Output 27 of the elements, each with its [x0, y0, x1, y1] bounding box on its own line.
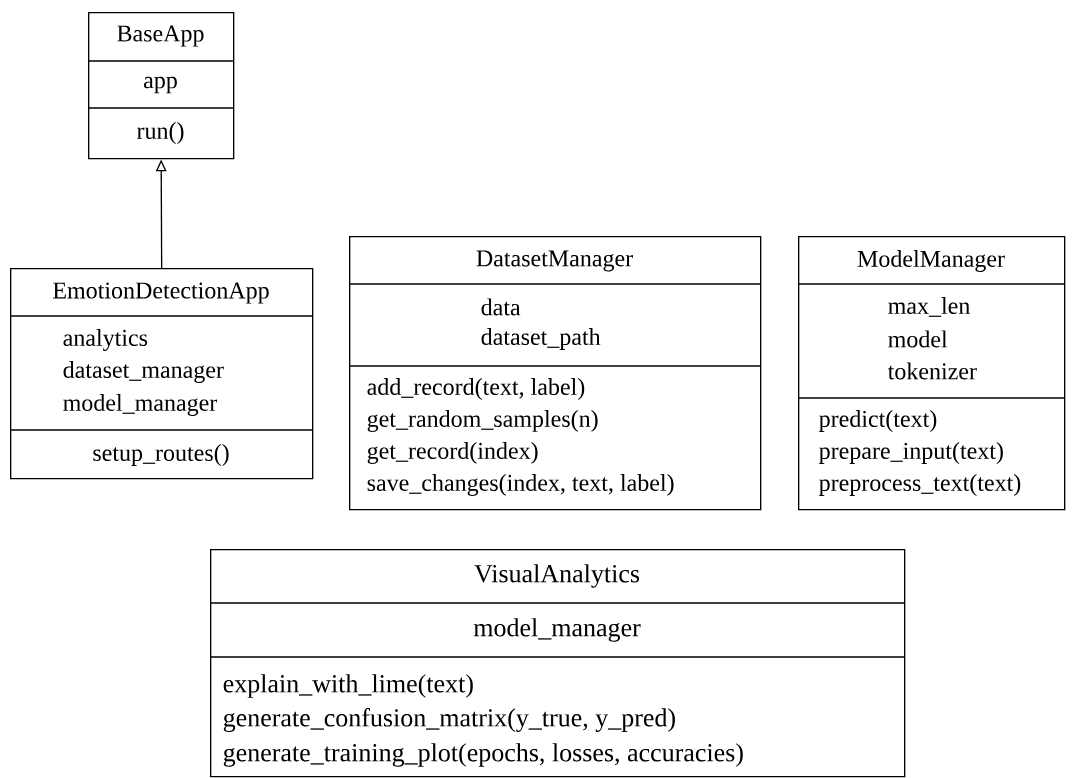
method: run() [137, 122, 184, 144]
class-name: DatasetManager [476, 250, 633, 272]
class-name: BaseApp [117, 25, 204, 47]
method: setup_routes() [93, 444, 229, 466]
method: generate_training_plot(epochs, losses, accuracies) [223, 743, 743, 767]
attribute: dataset_path [481, 328, 601, 350]
attribute: model_manager [473, 618, 641, 642]
class-name: EmotionDetectionApp [53, 282, 269, 304]
attribute: data [481, 298, 521, 316]
attribute: dataset_manager [63, 361, 224, 383]
method: prepare_input(text) [819, 442, 1003, 464]
method: add_record(text, label) [367, 378, 585, 400]
method: get_random_samples(n) [367, 410, 598, 432]
method: get_record(index) [367, 442, 538, 464]
attribute: tokenizer [887, 362, 977, 380]
method: save_changes(index, text, label) [367, 474, 674, 496]
class-name: ModelManager [857, 250, 1005, 272]
attribute: model [888, 330, 948, 348]
attribute: analytics [63, 329, 148, 351]
attribute: model_manager [63, 394, 218, 416]
method: preprocess_text(text) [819, 474, 1021, 496]
method: generate_confusion_matrix(y_true, y_pred) [223, 708, 675, 732]
class-name: VisualAnalytics [474, 564, 640, 588]
method: predict(text) [819, 410, 937, 432]
attribute: app [144, 76, 177, 94]
attribute: max_len [888, 297, 970, 317]
method: explain_with_lime(text) [223, 674, 473, 698]
